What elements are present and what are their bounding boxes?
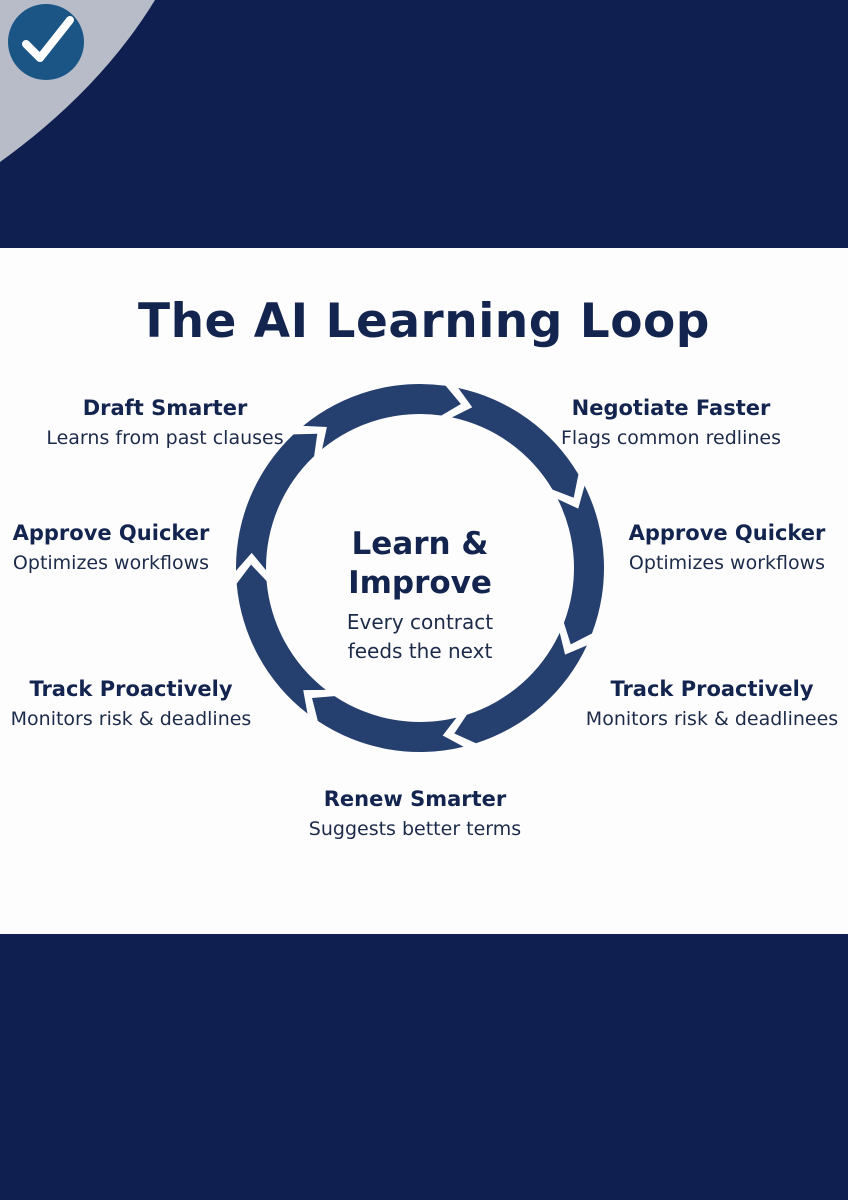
stage-track-proactively-right: Track Proactively Monitors risk & deadli… xyxy=(580,674,844,734)
stage-desc: Learns from past clauses xyxy=(46,427,284,449)
stage-desc: Monitors risk & deadlines xyxy=(10,708,252,730)
page-title: The AI Learning Loop xyxy=(138,294,710,349)
stage-title: Track Proactively xyxy=(610,677,814,701)
center-title: Learn & Improve xyxy=(320,525,520,603)
stage-title: Track Proactively xyxy=(29,677,233,701)
stage-draft-smarter: Draft Smarter Learns from past clauses xyxy=(34,393,296,453)
footer-band xyxy=(0,934,848,1200)
loop-arrow-segment xyxy=(452,388,579,498)
stage-renew-smarter: Renew Smarter Suggests better terms xyxy=(290,784,540,844)
stage-title: Approve Quicker xyxy=(628,521,826,545)
stage-desc: Optimizes workflows xyxy=(628,552,826,574)
stage-title: Draft Smarter xyxy=(82,396,248,420)
loop-arrow-segment xyxy=(557,485,604,645)
stage-desc: Optimizes workflows xyxy=(12,552,210,574)
center-subtitle: Every contract feeds the next xyxy=(310,608,530,666)
stage-desc: Monitors risk & deadlinees xyxy=(585,708,839,730)
loop-arrow-segment xyxy=(303,383,461,450)
loop-ring xyxy=(235,383,604,752)
loop-arrow-segment xyxy=(454,632,587,744)
stage-desc: Flags common redlines xyxy=(561,427,781,449)
center-subtitle-line-2: feeds the next xyxy=(347,639,493,663)
stage-title: Negotiate Faster xyxy=(571,396,771,420)
loop-arrow-segment xyxy=(235,433,318,571)
center-subtitle-line-1: Every contract xyxy=(346,610,494,634)
loop-arrow-segment xyxy=(312,696,464,752)
corner-swoosh xyxy=(0,0,155,162)
stage-approve-quicker-right: Approve Quicker Optimizes workflows xyxy=(618,518,836,578)
stage-track-proactively-left: Track Proactively Monitors risk & deadli… xyxy=(4,674,258,734)
stage-negotiate-faster: Negotiate Faster Flags common redlines xyxy=(536,393,806,453)
stage-desc: Suggests better terms xyxy=(308,818,522,840)
header-band xyxy=(0,0,848,248)
loop-arrow-segment xyxy=(236,564,326,714)
stage-title: Approve Quicker xyxy=(12,521,210,545)
stage-approve-quicker-left: Approve Quicker Optimizes workflows xyxy=(4,518,218,578)
stage-title: Renew Smarter xyxy=(323,787,507,811)
center-title-line-1: Learn & xyxy=(351,526,489,562)
content-panel xyxy=(0,248,848,934)
center-title-line-2: Improve xyxy=(348,565,492,601)
